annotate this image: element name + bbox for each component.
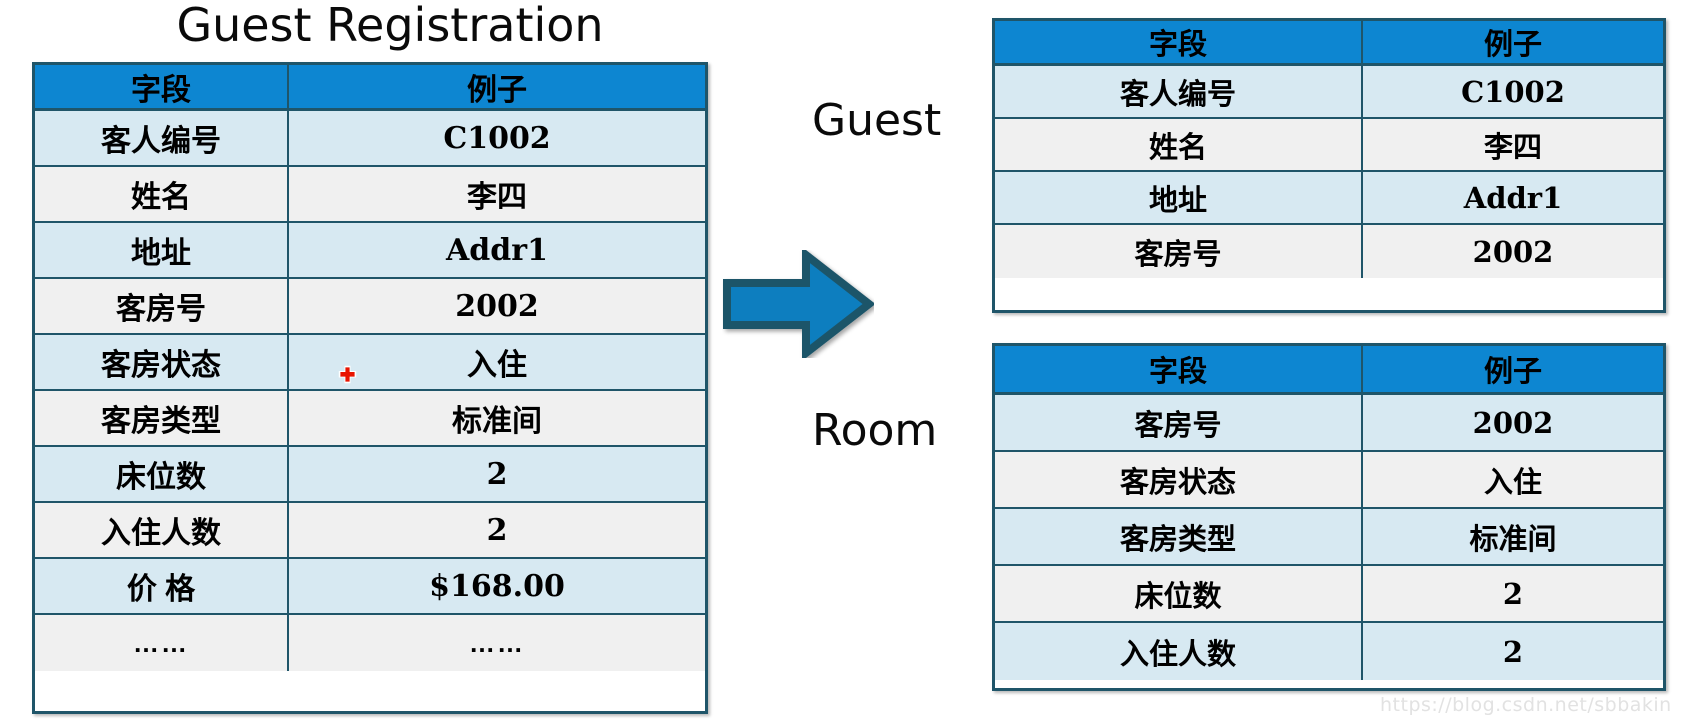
guest-example-cell: 李四 (1483, 131, 1542, 164)
room-column-header-2: 例子 (1483, 354, 1542, 388)
guest-entity-table: 字段 例子客人编号 C1002 姓名 李四地址 Addr1 客房号 2002 (992, 18, 1666, 313)
guest-column-header-1: 字段 (995, 21, 1363, 63)
table-row: 姓名 李四 (995, 119, 1663, 172)
guest-registration-field-cell: 客房状态 (35, 335, 289, 389)
room-entity-label: Room (812, 405, 938, 456)
guest-registration-example-cell: 2 (486, 512, 508, 548)
guest-registration-example-cell: 入住 (467, 349, 527, 382)
guest-header-row: 字段 例子 (995, 21, 1663, 66)
guest-registration-field-cell: 地址 (35, 223, 289, 277)
guest-registration-field-cell: 客房号 (35, 279, 289, 333)
room-example-cell: 2 (1502, 576, 1524, 611)
table-row: 客房类型 标准间 (995, 509, 1663, 566)
guest-field-cell: 客人编号 (995, 66, 1363, 117)
guest-registration-example-cell: C1002 (443, 120, 551, 156)
table-row: 地址 Addr1 (35, 223, 705, 279)
guest-example-cell: C1002 (1461, 74, 1565, 109)
guest-registration-field-cell: 价 格 (35, 559, 289, 613)
guest-entity-label: Guest (812, 95, 942, 146)
table-row: …… …… (35, 615, 705, 671)
guest-registration-field-cell: 床位数 (35, 447, 289, 501)
guest-registration-example-cell: Addr1 (446, 232, 548, 268)
room-entity-table: 字段 例子客房号 2002 客房状态 入住客房类型 标准间床位数 2 入住人数 2 (992, 343, 1666, 691)
table-row: 入住人数 2 (995, 623, 1663, 680)
table-row: 客房号 2002 (35, 279, 705, 335)
guest-registration-example-cell: 2002 (455, 288, 539, 324)
table-row: 床位数 2 (995, 566, 1663, 623)
table-row: 客人编号 C1002 (35, 111, 705, 167)
guest-registration-field-cell: 姓名 (35, 167, 289, 221)
table-row: 地址 Addr1 (995, 172, 1663, 225)
guest-registration-column-header-2: 例子 (467, 72, 527, 108)
guest-registration-table: 字段 例子客人编号 C1002 姓名 李四地址 Addr1 客房号 2002 客房状态 入住客房类… (32, 62, 708, 714)
guest-field-cell: 姓名 (995, 119, 1363, 170)
table-row: 客房号 2002 (995, 225, 1663, 278)
page-title: Guest Registration (176, 0, 604, 52)
guest-registration-field-cell: …… (35, 615, 289, 671)
guest-column-header-2: 例子 (1483, 27, 1542, 61)
table-row: 入住人数 2 (35, 503, 705, 559)
room-field-cell: 客房状态 (995, 452, 1363, 507)
guest-registration-example-cell: …… (469, 627, 525, 658)
guest-field-cell: 地址 (995, 172, 1363, 223)
room-example-cell: 2002 (1472, 405, 1554, 440)
room-field-cell: 客房类型 (995, 509, 1363, 564)
guest-registration-example-cell: 2 (486, 456, 508, 492)
table-row: 客房号 2002 (995, 395, 1663, 452)
table-row: 姓名 李四 (35, 167, 705, 223)
table-row: 客房状态 入住 (995, 452, 1663, 509)
watermark: https://blog.csdn.net/sbbakin (1380, 694, 1672, 716)
guest-field-cell: 客房号 (995, 225, 1363, 278)
table-row: 客房状态 入住 (35, 335, 705, 391)
room-field-cell: 床位数 (995, 566, 1363, 621)
guest-registration-field-cell: 入住人数 (35, 503, 289, 557)
room-example-cell: 标准间 (1469, 523, 1557, 556)
table-row: 价 格 $168.00 (35, 559, 705, 615)
room-header-row: 字段 例子 (995, 346, 1663, 395)
guest-registration-example-cell: 标准间 (452, 405, 542, 438)
room-field-cell: 客房号 (995, 395, 1363, 450)
room-column-header-1: 字段 (995, 346, 1363, 392)
guest-registration-field-cell: 客人编号 (35, 111, 289, 165)
guest-registration-example-cell: 李四 (467, 181, 527, 214)
guest-registration-field-cell: 客房类型 (35, 391, 289, 445)
guest-registration-example-cell: $168.00 (429, 568, 565, 604)
guest-registration-column-header-1: 字段 (35, 65, 289, 108)
table-row: 客房类型 标准间 (35, 391, 705, 447)
guest-example-cell: Addr1 (1463, 180, 1563, 215)
red-cross-marker-icon (338, 365, 357, 384)
arrow-right-icon (723, 250, 874, 358)
table-row: 客人编号 C1002 (995, 66, 1663, 119)
room-field-cell: 入住人数 (995, 623, 1363, 680)
guest-registration-header-row: 字段 例子 (35, 65, 705, 111)
guest-example-cell: 2002 (1472, 234, 1554, 269)
table-row: 床位数 2 (35, 447, 705, 503)
room-example-cell: 2 (1502, 634, 1524, 669)
room-example-cell: 入住 (1483, 466, 1542, 499)
